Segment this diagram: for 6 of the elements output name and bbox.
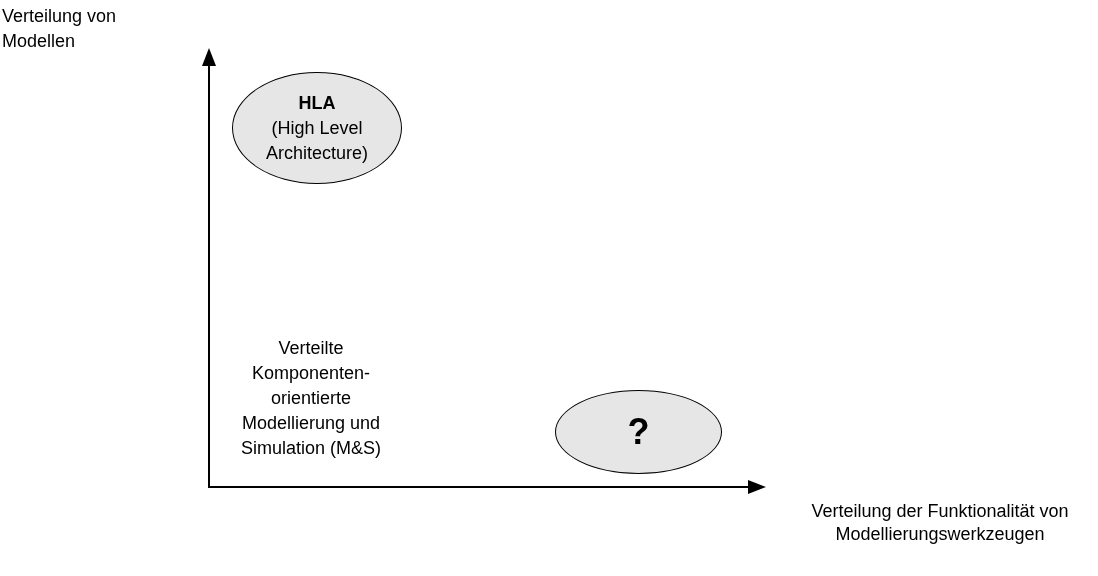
- node-text: ?: [627, 410, 650, 454]
- axis-label: Verteilung von Modellen: [2, 5, 118, 53]
- node-text: (High Level Architecture): [264, 116, 369, 165]
- region-label: Verteilte Komponenten-orientierte Modellierung und Simulation (M&S): [239, 337, 382, 460]
- node-heading: HLA: [298, 91, 336, 115]
- axis-label: Verteilung der Funktionalität von Modellierungswerkzeugen: [810, 500, 1070, 546]
